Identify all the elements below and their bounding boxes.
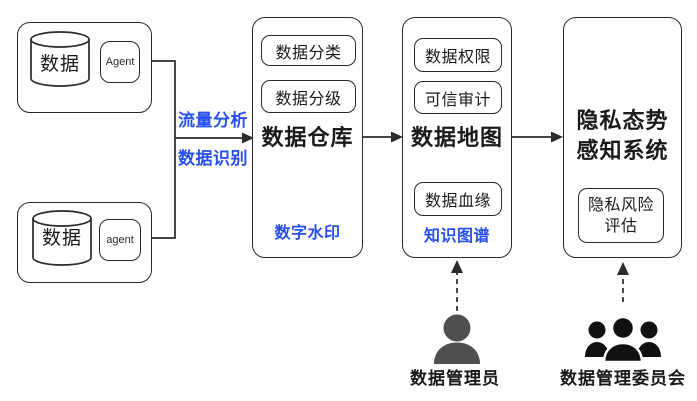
committee-label: 数据管理委员会	[560, 369, 686, 388]
warehouse-node: 数据分类 数据分级 数据仓库 数字水印	[252, 17, 363, 258]
people-group-icon	[585, 316, 661, 362]
map-to-privacy-arrowhead	[551, 131, 563, 143]
admin-label: 数据管理员	[410, 369, 500, 388]
datamap-feature-chip: 数据血缘	[414, 182, 502, 216]
privacy-node: 隐私态势 感知系统 隐私风险 评估	[563, 17, 682, 258]
datamap-node: 数据权限 可信审计 数据地图 数据血缘 知识图谱	[402, 17, 512, 258]
agent-chip: agent	[99, 219, 141, 261]
admin-dashed-arrowhead	[451, 260, 463, 273]
privacy-risk-line: 评估	[604, 217, 638, 235]
privacy-risk-chip: 隐私风险 评估	[578, 188, 664, 243]
flow-label-data-identification: 数据识别	[178, 149, 248, 168]
committee-dashed-arrowhead	[617, 262, 629, 275]
privacy-title-line: 隐私态势	[576, 108, 669, 133]
database-label: 数据	[41, 228, 82, 249]
database-cylinder-icon	[30, 31, 90, 87]
datamap-tag: 知识图谱	[423, 228, 490, 245]
warehouse-tag: 数字水印	[274, 225, 341, 242]
datamap-title: 数据地图	[410, 125, 503, 150]
datamap-feature-chip: 数据权限	[414, 38, 502, 72]
flow-label-traffic-analysis: 流量分析	[178, 111, 248, 130]
warehouse-title: 数据仓库	[261, 125, 354, 150]
datamap-feature-chip: 可信审计	[414, 81, 502, 114]
warehouse-feature-chip: 数据分级	[261, 80, 356, 113]
data-source-top: 数据 Agent	[17, 22, 152, 113]
person-icon	[434, 314, 480, 364]
database-label: 数据	[39, 54, 80, 75]
privacy-title: 隐私态势 感知系统	[564, 106, 681, 166]
privacy-risk-line: 隐私风险	[587, 196, 654, 214]
privacy-title-line: 感知系统	[576, 138, 669, 163]
database-cylinder-icon	[32, 210, 92, 266]
data-source-bottom: 数据 agent	[17, 202, 152, 283]
warehouse-feature-chip: 数据分类	[261, 35, 356, 66]
agent-chip: Agent	[100, 41, 140, 83]
